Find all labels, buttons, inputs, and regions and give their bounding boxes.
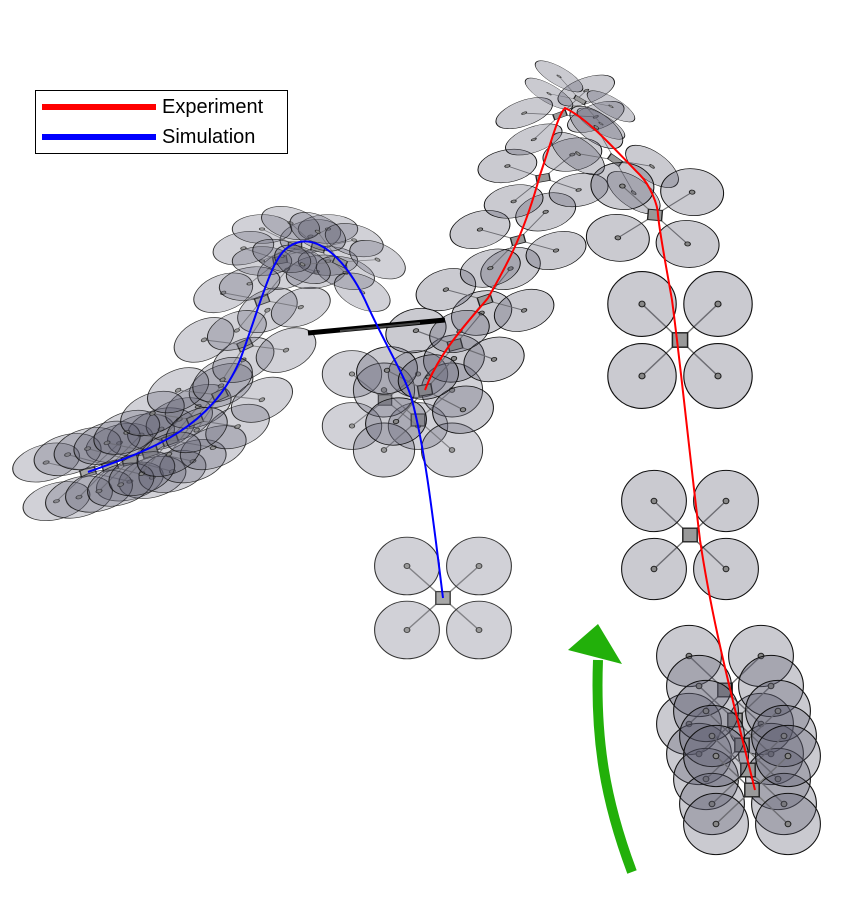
legend: Experiment Simulation [35,90,288,154]
experiment-trajectory [424,106,756,791]
experiment-quadrotor-10 [620,469,760,601]
curved-arrow-up-icon [568,624,637,874]
legend-label-experiment: Experiment [162,96,264,118]
simulation-trajectory [87,240,444,599]
simulation-quadrotor-group [7,199,513,660]
legend-swatch-experiment [42,104,156,110]
legend-label-simulation: Simulation [162,126,256,148]
legend-item-experiment: Experiment [36,93,287,121]
legend-item-simulation: Simulation [36,123,287,151]
experiment-quadrotor-9 [607,270,753,410]
legend-swatch-simulation [42,134,156,140]
